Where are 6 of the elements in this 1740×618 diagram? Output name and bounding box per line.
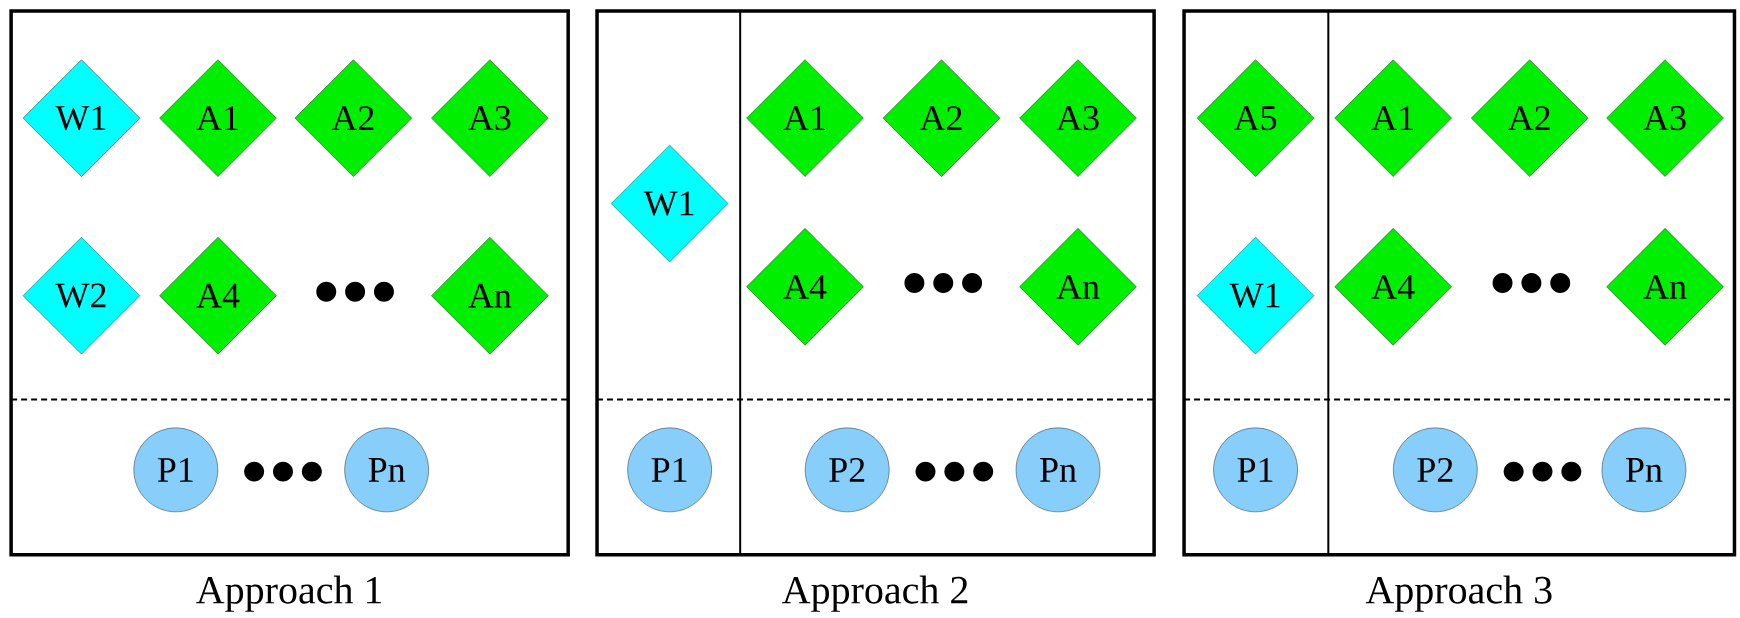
panel-box [9,9,570,557]
panel-box [1182,9,1737,557]
panel-caption: Approach 2 [782,575,968,612]
panel-caption: Approach 3 [1365,575,1552,612]
panel-box [595,9,1156,557]
panel-caption: Approach 1 [196,575,382,612]
